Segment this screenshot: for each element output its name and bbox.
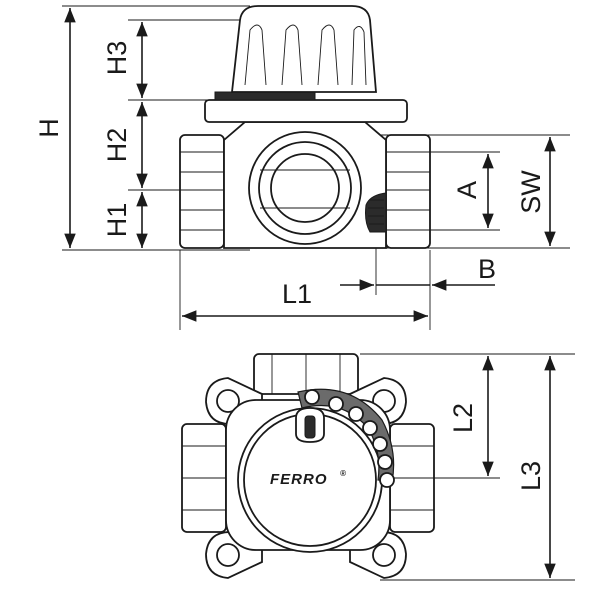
label-h1: H1 [102,203,132,238]
handle-scale [297,388,395,488]
label-h3: H3 [102,41,132,76]
top-view: L2 L3 [181,353,575,581]
knob-pointer [295,407,325,443]
label-l2: L2 [448,403,478,433]
brand-logo: FERRO ® [270,469,347,488]
valve-top-body [181,353,435,579]
label-h2: H2 [102,128,132,163]
front-view: H H3 H2 H1 A SW B L1 [34,5,570,330]
label-l1: L1 [282,279,312,309]
brand-mark: ® [340,469,347,478]
label-a: A [452,181,482,199]
valve-front-body [179,5,431,249]
label-b: B [478,254,496,284]
brand-name: FERRO [270,471,328,488]
label-l3: L3 [516,461,546,491]
label-sw: SW [516,170,546,214]
label-h: H [34,118,64,138]
